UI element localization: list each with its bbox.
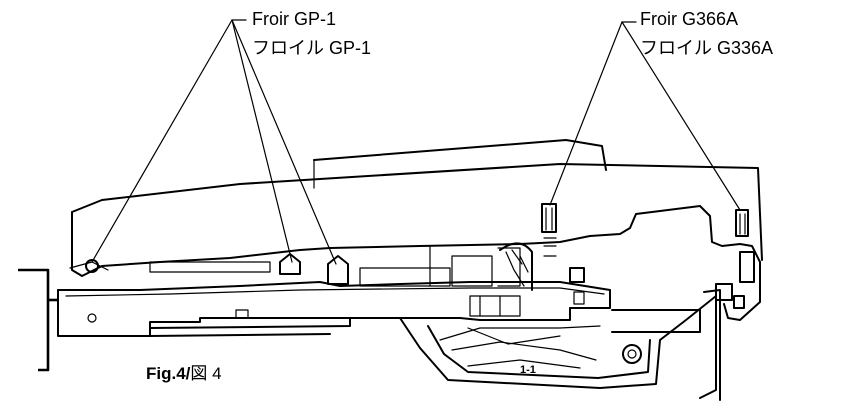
right-callout-name-en: Froir G366A: [640, 9, 739, 29]
cam-wheel: [499, 242, 533, 291]
figure-caption-ja: 図 4: [190, 364, 222, 383]
figure-caption: Fig.4/図 4: [146, 364, 222, 384]
pin-holder-right: [735, 209, 755, 283]
upper-cover: [71, 139, 763, 321]
right-callout-name-ja: フロイル G336A: [640, 38, 774, 58]
base-frame: [18, 259, 611, 372]
part-marker-label: 1-1: [520, 364, 536, 376]
pin-holder-left: [541, 203, 557, 257]
figure-caption-en: Fig.4: [146, 364, 186, 383]
slide-plate: [149, 309, 351, 337]
left-callout-name-ja: フロイル GP-1: [252, 38, 372, 58]
left-callout-leaders: [91, 19, 337, 265]
right-side-frame: [569, 267, 745, 401]
right-callout-leaders: [549, 21, 741, 211]
figure-caption-separator: /: [185, 364, 191, 383]
left-callout-name-en: Froir GP-1: [252, 9, 337, 29]
internal-mechanism: [149, 245, 521, 317]
lower-bracket: [399, 295, 717, 399]
